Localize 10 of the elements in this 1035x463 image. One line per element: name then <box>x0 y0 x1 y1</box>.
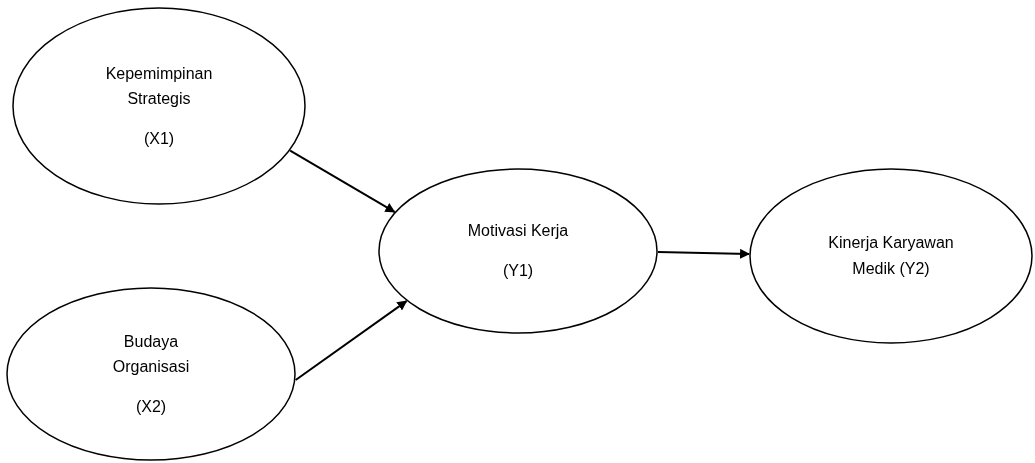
node-label: Kepemimpinan Strategis <box>104 63 214 110</box>
arrow <box>657 248 751 259</box>
node-label: (Y1) <box>502 261 534 281</box>
node-label: (X1) <box>143 128 175 149</box>
node-label: Kinerja Karyawan Medik (Y2) <box>827 233 955 279</box>
arrow <box>289 149 396 213</box>
node-label: Motivasi Kerja <box>467 221 569 242</box>
arrow <box>294 300 408 381</box>
node-label: (X2) <box>135 396 167 417</box>
node-label: Budaya Organisasi <box>111 331 191 378</box>
